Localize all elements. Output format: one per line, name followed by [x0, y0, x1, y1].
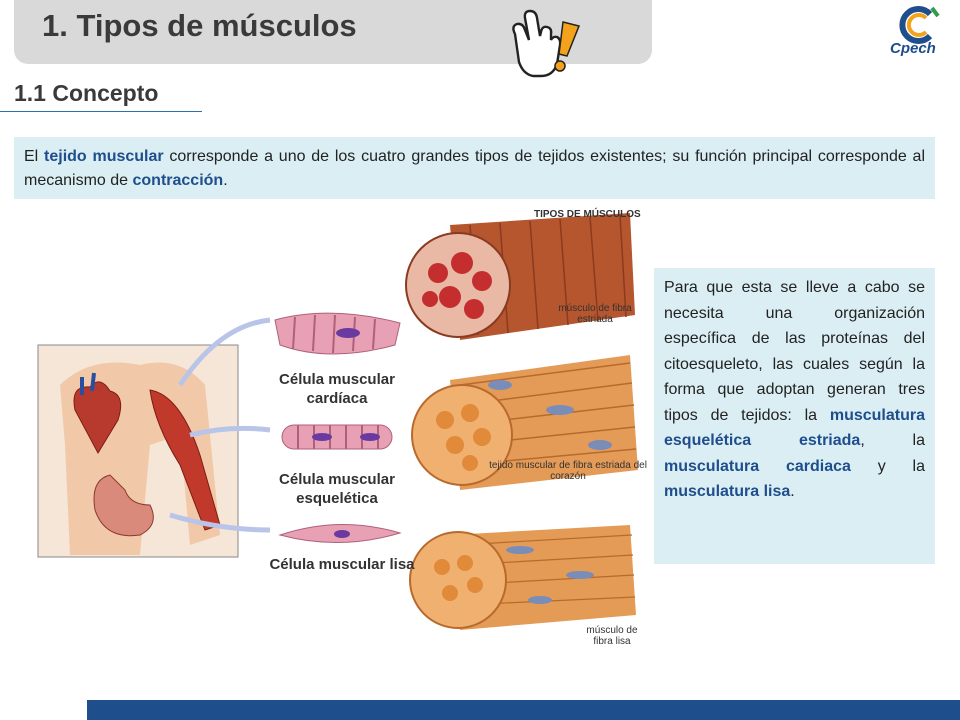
side-text-box: Para que esta se lleve a cabo se necesit… [654, 268, 935, 564]
footer-bar [87, 700, 960, 720]
intro-text-box: El tejido muscular corresponde a uno de … [14, 137, 935, 199]
label-heart-tissue: tejido muscular de fibra estriada del co… [489, 460, 647, 482]
side-text: Para que esta se lleve a cabo se necesit… [664, 279, 925, 424]
intro-highlight-tejido: tejido muscular [44, 148, 164, 165]
section-subtitle: 1.1 Concepto [14, 80, 159, 106]
side-text: . [790, 483, 795, 500]
label-skeletal-cell: Célula muscular esquelética [279, 471, 395, 507]
intro-text: El [24, 148, 45, 165]
intro-text: . [223, 172, 228, 189]
label-striated-tissue: músculo de fibra estriada [558, 303, 632, 325]
intro-text: corresponde a uno de los cuatro grandes … [24, 148, 926, 189]
cpech-logo: Cpech [886, 4, 950, 62]
muscle-illustration [37, 213, 638, 630]
muscle-types-figure: TIPOS DE MÚSCULOS Célula muscular cardía… [30, 205, 650, 655]
pointing-hand-warning-icon [512, 9, 581, 78]
figure-heading: TIPOS DE MÚSCULOS [534, 209, 641, 220]
logo-text: Cpech [890, 40, 936, 57]
side-highlight-cardiaca: musculatura cardiaca [664, 457, 851, 475]
intro-highlight-contraccion: contracción [132, 172, 224, 189]
side-text: , la [860, 432, 925, 449]
label-cardiac-cell: Célula muscular cardíaca [279, 371, 395, 407]
page-title: 1. Tipos de músculos [42, 8, 357, 43]
label-smooth-tissue: músculo de fibra lisa [586, 625, 638, 647]
label-smooth-cell: Célula muscular lisa [269, 556, 415, 573]
logo-mark-icon [899, 6, 940, 44]
side-text: y la [850, 457, 925, 475]
side-highlight-lisa: musculatura lisa [664, 483, 791, 500]
side-highlight-esqueletica: musculatura esquelética estriada [664, 406, 925, 450]
subtitle-underline [0, 111, 202, 112]
